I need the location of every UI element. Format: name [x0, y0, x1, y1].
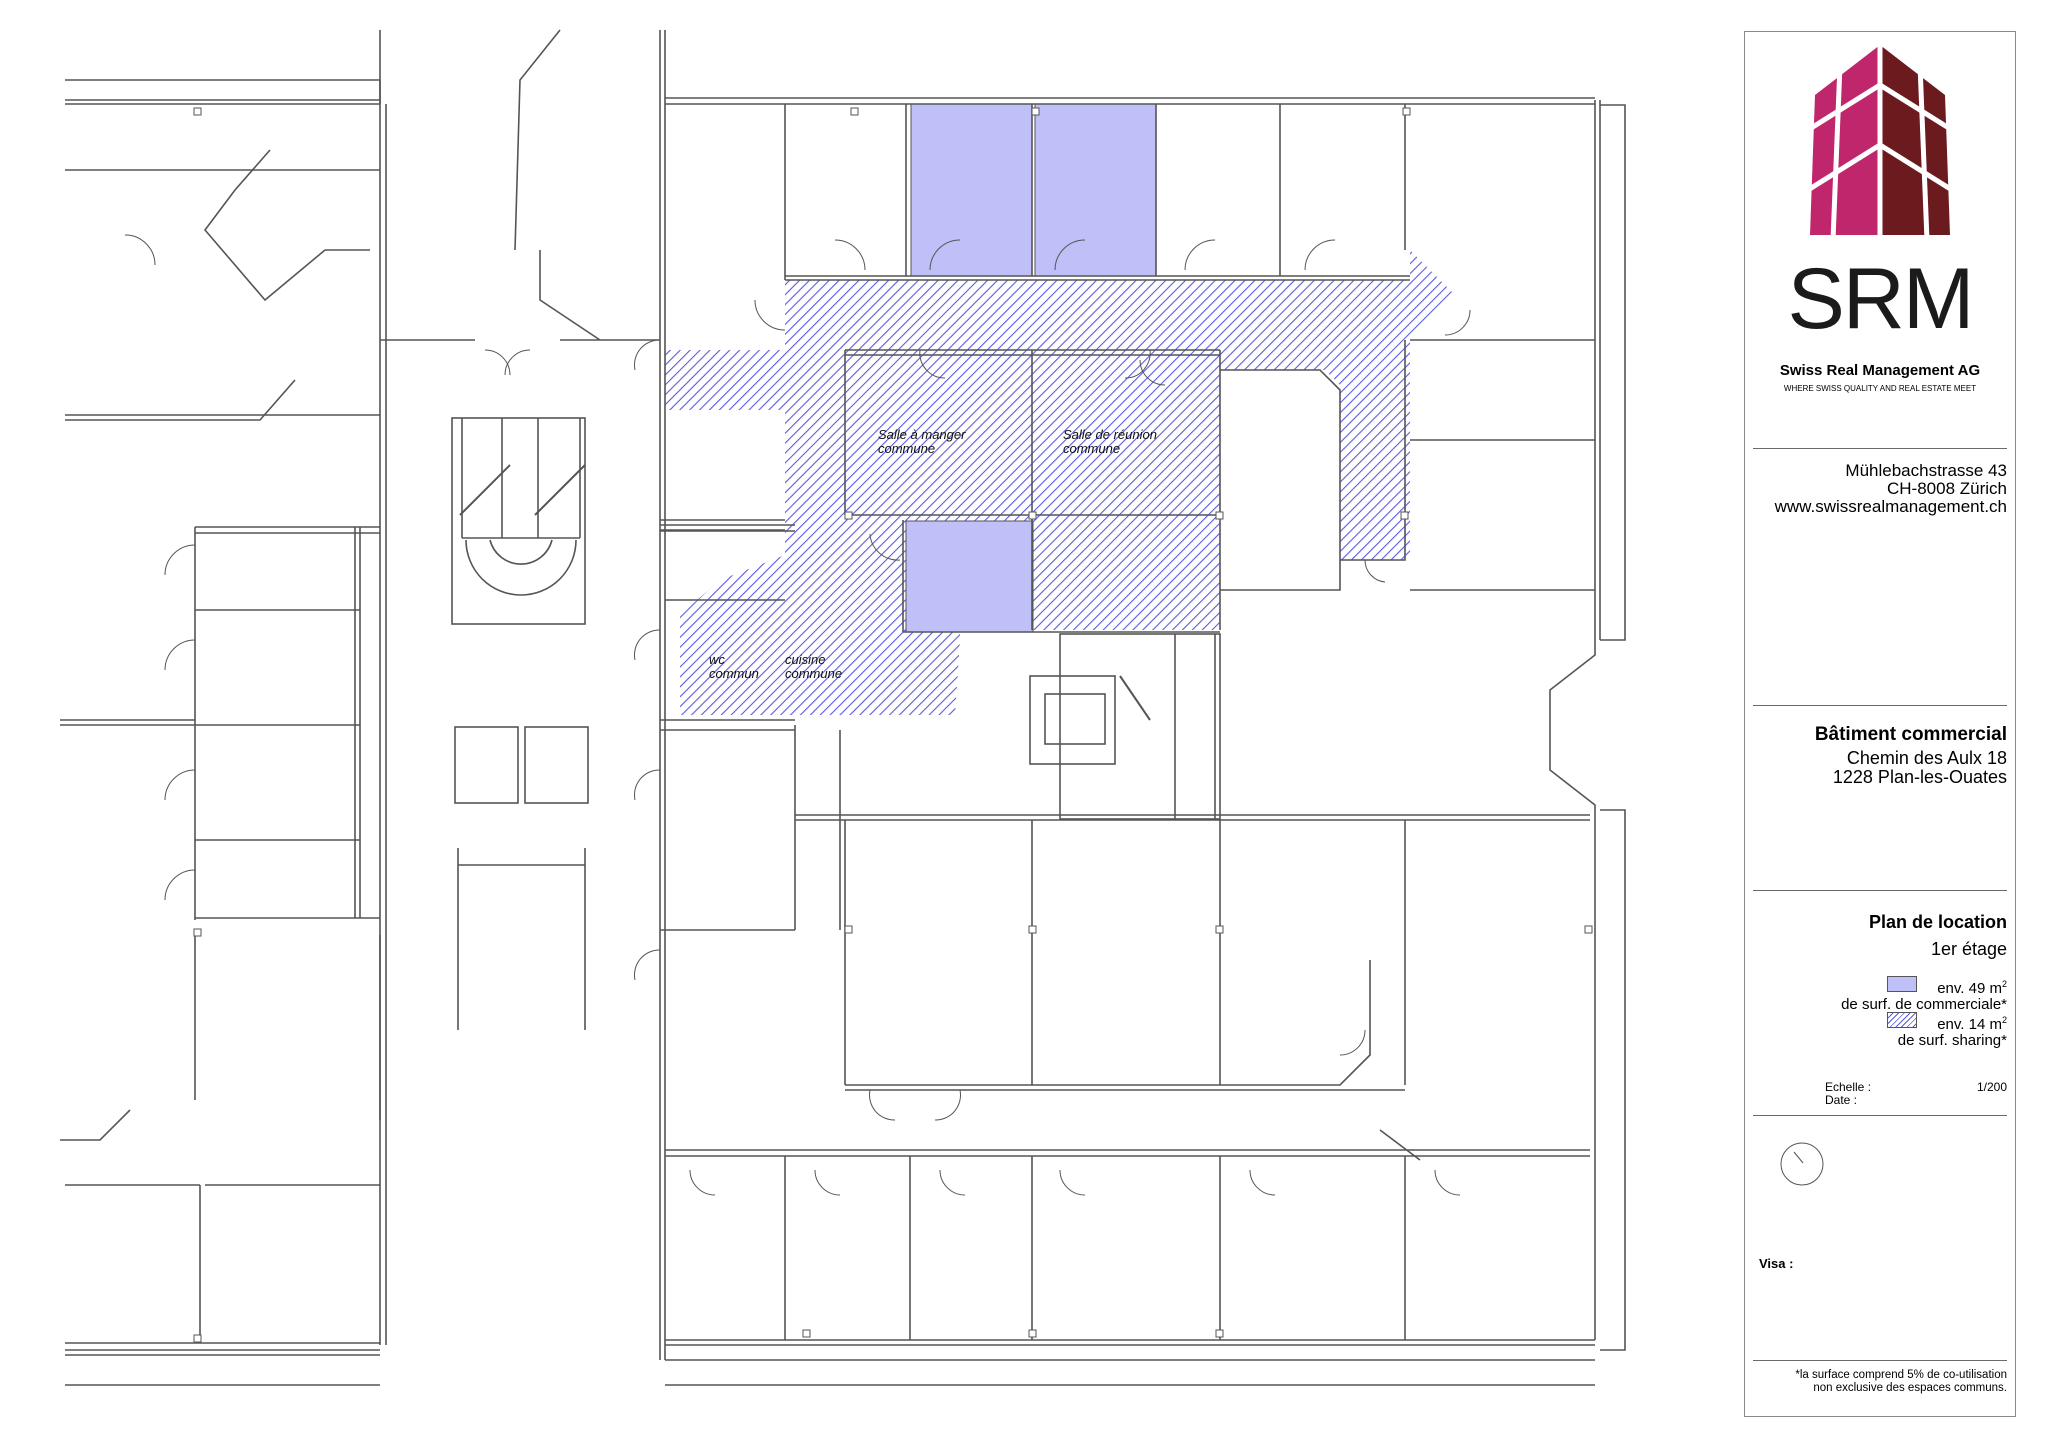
company-slogan: WHERE SWISS QUALITY AND REAL ESTATE MEET [1783, 384, 1977, 393]
srm-building-logo-icon [1798, 45, 1962, 241]
plan-info: Plan de location 1er étage [1868, 912, 2007, 959]
room-label-wc: wc commun [709, 652, 759, 681]
divider [1753, 705, 2007, 706]
divider [1753, 890, 2007, 891]
room-label-dining: Salle à manger commune [878, 427, 966, 456]
legend-commercial: env. 49 m2 de surf. de commerciale* [1841, 979, 2007, 1013]
company-name: Swiss Real Management AG [1779, 362, 1981, 379]
walls [60, 29, 1626, 1386]
door-swings [124, 234, 1471, 1196]
floor-plan-drawing [60, 29, 1626, 1386]
divider [1753, 1360, 2007, 1361]
footnote: *la surface comprend 5% de co-utilisatio… [1795, 1369, 2007, 1394]
scale-label: Echelle : [1825, 1080, 1872, 1094]
date-label: Date : [1825, 1093, 1858, 1107]
commercial-area [905, 103, 1157, 633]
north-arrow-icon [1780, 1142, 1824, 1186]
legend-swatch-commercial [1887, 976, 1917, 992]
columns [193, 107, 1593, 1343]
building-info: Bâtiment commercial Chemin des Aulx 18 1… [1814, 724, 2007, 787]
divider [1753, 1115, 2007, 1116]
legend-swatch-sharing [1887, 1012, 1917, 1028]
room-label-meeting: Salle de réunion commune [1063, 427, 1157, 456]
logo-wordmark: SRM [1787, 251, 1974, 347]
title-block: SRM Swiss Real Management AG WHERE SWISS… [1744, 31, 2016, 1417]
scale-value: 1/200 [1976, 1080, 2007, 1094]
room-label-kitchen: cuisine commune [785, 652, 843, 681]
company-address: Mühlebachstrasse 43 CH-8008 Zürich www.s… [1774, 461, 2007, 516]
divider [1753, 448, 2007, 449]
legend-sharing: env. 14 m2 de surf. sharing* [1897, 1015, 2007, 1049]
sharing-area [665, 250, 1455, 715]
company-website[interactable]: www.swissrealmanagement.ch [1774, 497, 2007, 516]
visa-label: Visa : [1759, 1256, 1794, 1271]
